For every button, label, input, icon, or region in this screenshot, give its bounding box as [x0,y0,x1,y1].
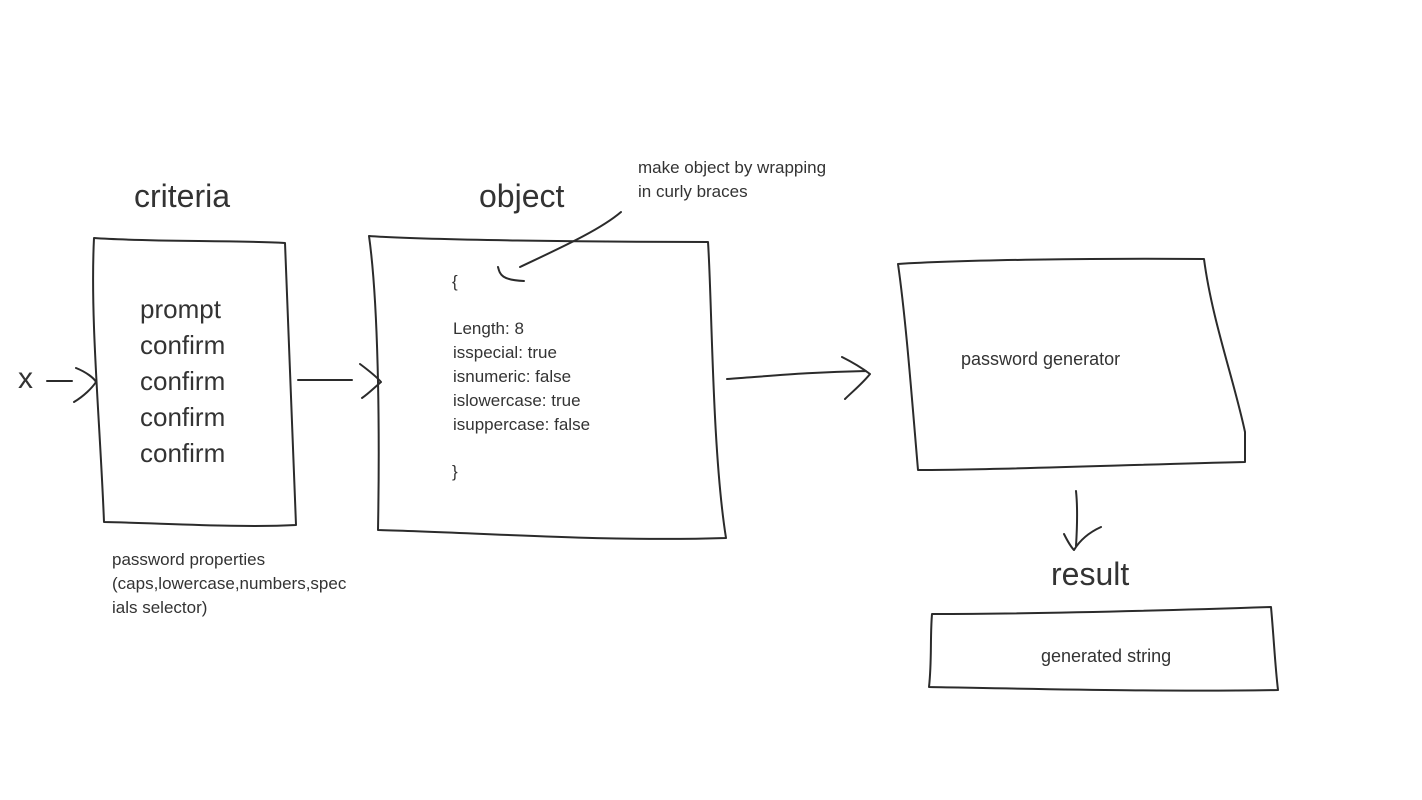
object-close-brace: } [452,462,458,481]
input-marker: x [18,362,33,395]
criteria-to-object-arrow [297,363,382,399]
object-box [368,235,727,540]
object-annotation: make object by wrapping in curly braces [638,156,826,204]
generator-to-result-arrow [1063,490,1102,551]
criteria-item: prompt [140,294,221,324]
object-field: Length: 8 [453,319,524,338]
input-arrow [46,367,97,403]
object-field: islowercase: true [453,391,581,410]
object-annotation-line: in curly braces [638,182,748,201]
generator-label: password generator [961,349,1121,369]
criteria-note-line: (caps,lowercase,numbers,spec [112,574,347,593]
annotation-pointer [497,211,622,282]
object-field: isnumeric: false [453,367,572,386]
criteria-item: confirm [140,438,226,468]
criteria-title: criteria [134,178,231,214]
object-field: isspecial: true [453,343,557,362]
result-box [928,606,1279,692]
result-label: generated string [1041,646,1172,666]
object-title: object [479,178,565,214]
criteria-item: confirm [140,366,226,396]
criteria-note-line: ials selector) [112,598,208,617]
object-fields: Length: 8 isspecial: true isnumeric: fal… [453,317,590,437]
criteria-box [92,237,297,527]
object-to-generator-arrow [726,356,871,400]
object-field: isuppercase: false [453,415,591,434]
result-title: result [1051,556,1130,592]
object-open-brace: { [452,272,458,291]
criteria-item: confirm [140,402,226,432]
criteria-note: password properties (caps,lowercase,numb… [112,548,346,620]
object-annotation-line: make object by wrapping [638,158,827,177]
criteria-item: confirm [140,330,226,360]
generator-box [897,257,1246,471]
criteria-note-line: password properties [112,550,266,569]
criteria-items: prompt confirm confirm confirm confirm [140,291,225,471]
